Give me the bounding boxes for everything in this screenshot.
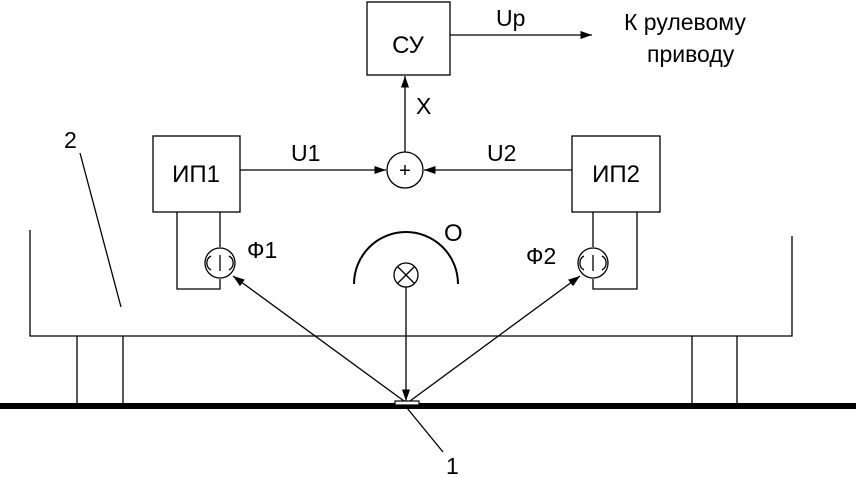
ground-line	[0, 403, 856, 409]
summer-circle	[386, 151, 424, 189]
callout-1-leader	[406, 407, 444, 453]
u2-label: U2	[487, 140, 516, 166]
x-signal-label: X	[416, 93, 431, 119]
reflected-beam-f1	[232, 275, 405, 402]
output-signal-label: Up	[496, 5, 525, 31]
ip2-box	[571, 135, 661, 213]
vehicle-body	[29, 230, 793, 337]
f2-label: Ф2	[526, 243, 556, 269]
ip1-box	[152, 135, 241, 213]
control-unit-label: СУ	[392, 32, 425, 59]
control-unit-box	[366, 1, 451, 76]
floor-marker	[394, 400, 420, 406]
f1-wiring	[176, 212, 221, 290]
callout-1-label: 1	[446, 453, 459, 478]
ip2-label: ИП2	[592, 161, 640, 188]
summer-symbol: +	[399, 160, 411, 182]
reflected-beam-f2	[409, 275, 581, 402]
photodetector-f1-icon	[204, 247, 236, 279]
lamp-icon	[393, 262, 419, 288]
light-source-label: O	[444, 220, 463, 247]
callout-2-leader	[79, 152, 122, 308]
reflector-arc	[353, 231, 459, 285]
f1-label: Ф1	[247, 237, 277, 263]
u1-label: U1	[291, 140, 320, 166]
ip1-label: ИП1	[172, 161, 220, 188]
f2-wiring	[592, 212, 638, 290]
destination-label-line1: К рулевому	[624, 9, 746, 35]
photodetector-f2-icon	[577, 247, 609, 279]
callout-2-label: 2	[64, 127, 77, 153]
destination-label-line2: приводу	[647, 41, 735, 67]
